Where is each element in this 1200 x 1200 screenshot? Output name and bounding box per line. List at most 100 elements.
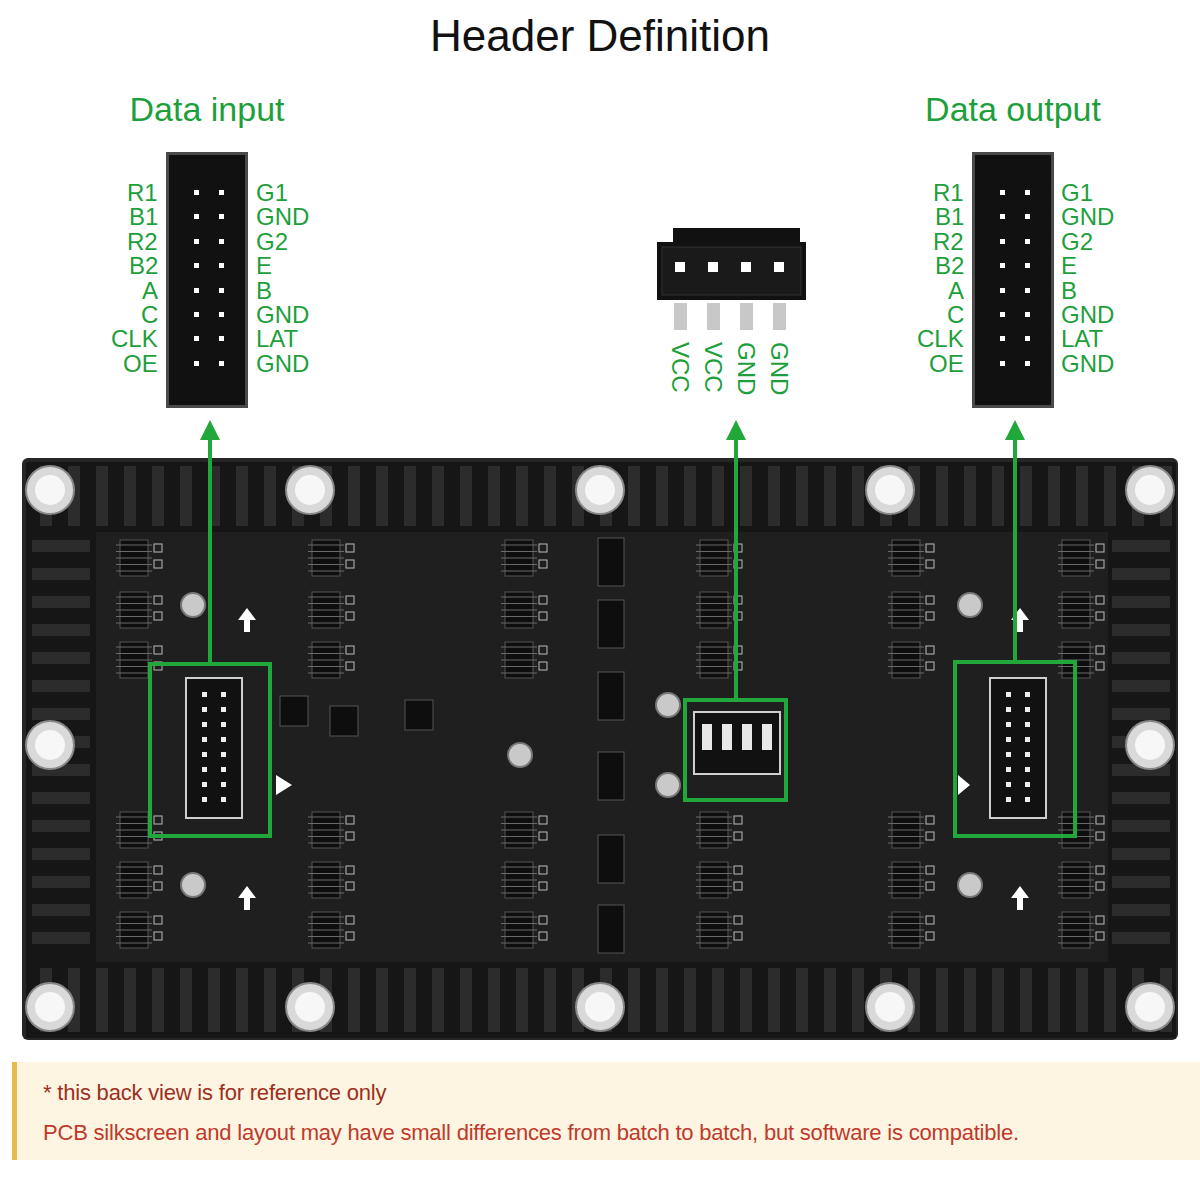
mounting-hole <box>585 992 615 1022</box>
pin-header: Data output <box>972 152 1054 408</box>
smd-pad <box>926 646 934 654</box>
ic-pin <box>501 880 537 881</box>
smd-pad <box>346 916 354 924</box>
ic-pin <box>308 917 344 918</box>
header-pin <box>1000 190 1005 195</box>
heatsink-fin <box>544 968 556 1032</box>
heatsink-fin <box>460 968 472 1032</box>
direction-arrow <box>1017 898 1023 910</box>
ic-pin <box>1058 880 1094 881</box>
capacitor <box>656 773 680 797</box>
ic-pin <box>1058 930 1094 931</box>
direction-arrow <box>276 775 292 795</box>
ic-pin <box>1058 623 1094 624</box>
connector-pin <box>1025 782 1030 787</box>
leader-arrow <box>200 420 1025 700</box>
smd-pad <box>926 882 934 890</box>
connector-pin <box>202 692 207 697</box>
header-pin <box>219 312 224 317</box>
pin-label: G1 <box>256 180 288 206</box>
ic-pin <box>308 843 344 844</box>
direction-arrow <box>1011 886 1029 898</box>
heatsink-fin <box>488 466 500 526</box>
heatsink-fin <box>264 968 276 1032</box>
heatsink-fin <box>32 596 90 608</box>
ic-pin <box>116 545 152 546</box>
heatsink-fin <box>992 466 1004 526</box>
diagram-title: Header Definition <box>430 10 770 62</box>
smd-pad <box>346 816 354 824</box>
connector-pin <box>1006 752 1011 757</box>
ic-pin <box>308 836 344 837</box>
smd-pad <box>1096 662 1104 670</box>
heatsink-fin <box>32 680 90 692</box>
smd-pad <box>1096 646 1104 654</box>
mounting-hole <box>1135 730 1165 760</box>
pin-label: G2 <box>1061 229 1093 255</box>
pin-label: OE <box>123 351 158 377</box>
ic-pin <box>888 830 924 831</box>
connector-pin <box>202 737 207 742</box>
ic-pin <box>888 843 924 844</box>
ic-pin <box>696 564 732 565</box>
smd-pad <box>154 544 162 552</box>
heatsink-fin <box>376 968 388 1032</box>
ic-pin <box>888 823 924 824</box>
smd-pad <box>1096 816 1104 824</box>
header-pin <box>194 239 199 244</box>
ic-pin <box>116 551 152 552</box>
ic-pin <box>501 610 537 611</box>
ic-pin <box>1058 917 1094 918</box>
ic-pin <box>1058 923 1094 924</box>
ic-chip <box>405 700 433 730</box>
smd-pad <box>346 932 354 940</box>
ic-pin <box>308 610 344 611</box>
ic-pin <box>308 558 344 559</box>
ic-pin <box>888 923 924 924</box>
smd-pad <box>926 560 934 568</box>
heatsink-fin <box>32 876 90 888</box>
ic-pin <box>696 673 732 674</box>
connector-pin <box>1025 767 1030 772</box>
heatsink-fin <box>740 466 752 526</box>
connector-pin <box>742 724 752 750</box>
pin-label: E <box>1061 253 1077 279</box>
ic-pin <box>501 930 537 931</box>
mounting-hole <box>1126 983 1174 1031</box>
ic-pin <box>308 823 344 824</box>
smd-pad <box>1096 596 1104 604</box>
capacitor <box>958 873 982 897</box>
ic-pin <box>308 886 344 887</box>
ic-pin <box>116 623 152 624</box>
header-pin <box>194 214 199 219</box>
pin-label: GND <box>256 302 309 328</box>
ic-pin <box>888 660 924 661</box>
ic-pin <box>888 597 924 598</box>
heatsink-fin <box>936 466 948 526</box>
ic-pin <box>308 867 344 868</box>
heatsink-fin <box>796 968 808 1032</box>
header-pin <box>1025 214 1030 219</box>
smd-pad <box>154 596 162 604</box>
heatsink-fin <box>1020 968 1032 1032</box>
smd-pad <box>154 932 162 940</box>
pin-label: GND <box>1061 204 1114 230</box>
pin-label: B1 <box>129 204 158 230</box>
ic-pin <box>116 886 152 887</box>
pin-label: C <box>141 302 158 328</box>
ic-pin <box>501 943 537 944</box>
heatsink-fin <box>236 466 248 526</box>
header-pin <box>219 239 224 244</box>
header-pin <box>1025 361 1030 366</box>
ic-pin <box>501 564 537 565</box>
ic-pin <box>116 843 152 844</box>
ic-pin <box>501 623 537 624</box>
header-pin <box>1000 336 1005 341</box>
smd-pad <box>539 866 547 874</box>
connector-pin <box>1006 722 1011 727</box>
ic-pin <box>116 893 152 894</box>
ic-pin <box>501 603 537 604</box>
smd-pad <box>1096 560 1104 568</box>
ic-pin <box>308 571 344 572</box>
pin-label: B2 <box>129 253 158 279</box>
